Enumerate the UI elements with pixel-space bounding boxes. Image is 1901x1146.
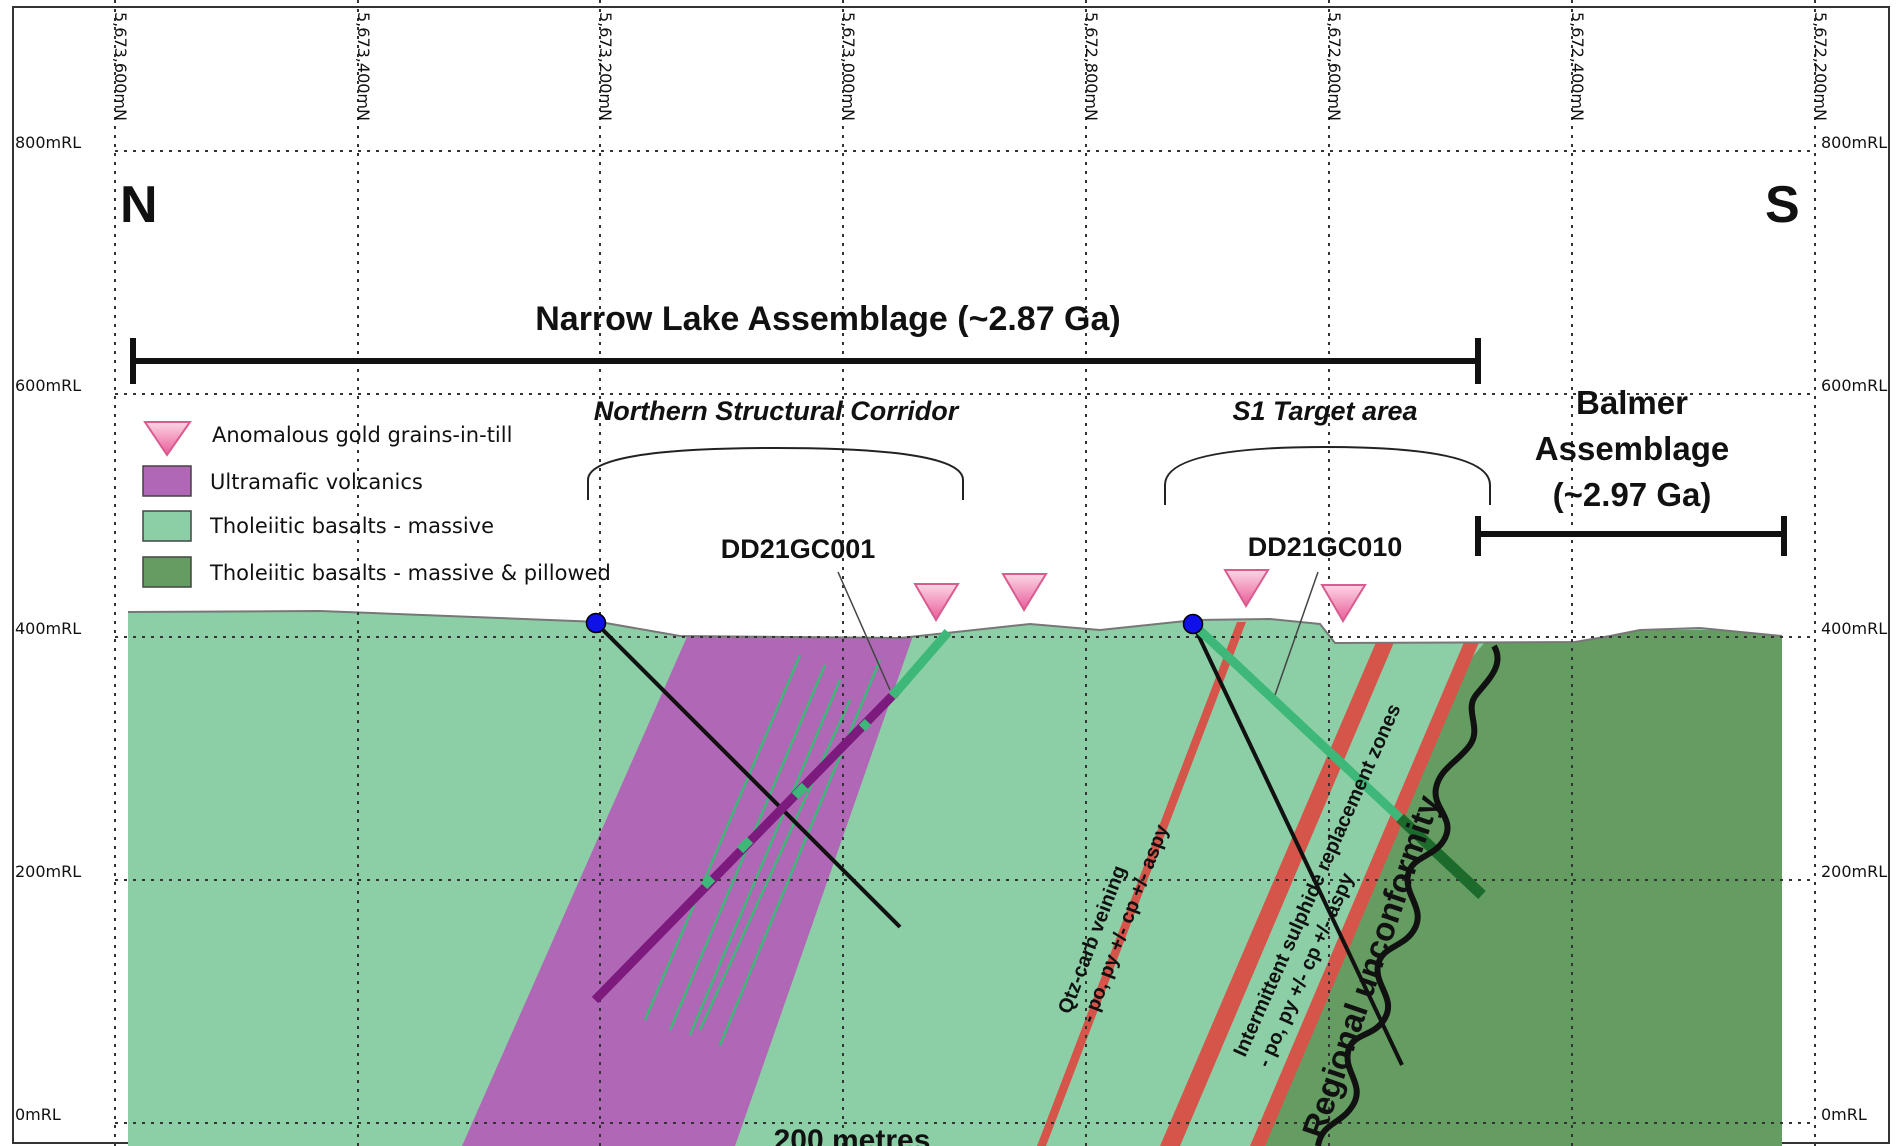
northing-label: 5,673,400mN [354, 12, 373, 121]
rl-label: 0mRL [15, 1105, 61, 1124]
rl-label: 200mRL [15, 862, 81, 881]
northing-labels: 5,673,600mN 5,673,400mN 5,673,200mN 5,67… [111, 12, 1830, 121]
legend: Anomalous gold grains-in-till Ultramafic… [142, 421, 611, 588]
northing-label: 5,672,200mN [1811, 12, 1830, 121]
topographic-surface [127, 609, 1783, 645]
drillhole-dd21gc001-label: DD21GC001 [721, 534, 876, 564]
regional-unconformity-trace [1315, 644, 1501, 1146]
drillhole-trace-black-1 [594, 621, 902, 929]
drillhole-dd21gc001-trace-green [892, 629, 952, 695]
rl-labels-right: 800mRL 600mRL 400mRL 200mRL 0mRL [1821, 133, 1887, 1124]
tholeiitic-basalt-pillowed-unit [1260, 630, 1782, 1146]
grid [114, 0, 1816, 1146]
northing-label: 5,672,400mN [1568, 12, 1587, 121]
geology-units [128, 611, 1782, 1146]
gold-grain-marker [1001, 573, 1048, 612]
rl-labels-left: 800mRL 600mRL 400mRL 200mRL 0mRL [15, 133, 81, 1124]
s1-target-area-label: S1 Target area [1232, 396, 1417, 426]
northing-label: 5,673,600mN [111, 12, 130, 121]
narrow-lake-assemblage-title: Narrow Lake Assemblage (~2.87 Ga) [535, 300, 1121, 338]
ultramafic-legend-swatch [142, 465, 192, 497]
sulphide-zone-3 [1250, 640, 1480, 1146]
balmer-assemblage-title-3: (~2.97 Ga) [1553, 476, 1712, 513]
ultramafic-volcanics-unit [462, 630, 915, 1146]
drillhole-dd21gc010-label: DD21GC010 [1248, 532, 1403, 562]
drillhole-traces [591, 620, 1486, 1066]
northing-label: 5,672,800mN [1082, 12, 1101, 121]
legend-label: Tholeiitic basalts - massive & pillowed [209, 561, 611, 585]
basalt-massive-legend-swatch [142, 510, 192, 542]
collar-dd21gc001 [585, 612, 607, 634]
dd21gc010-leader [1274, 571, 1319, 696]
gold-grain-marker [913, 583, 960, 622]
rl-label: 400mRL [15, 619, 81, 638]
northing-label: 5,672,600mN [1325, 12, 1344, 121]
balmer-assemblage-title-2: Assemblage [1535, 430, 1729, 467]
rl-label: 800mRL [1821, 133, 1887, 152]
narrow-lake-extent-bar [130, 338, 1481, 384]
rl-label: 400mRL [1821, 619, 1887, 638]
drillhole-dd21gc010-trace-dark [1396, 813, 1486, 900]
basalt-pillowed-legend-swatch [142, 556, 192, 588]
sulphide-zone-2 [1160, 640, 1395, 1146]
gold-grain-marker [1223, 569, 1270, 608]
sulphide-zone-1 [1037, 622, 1246, 1146]
rl-label: 600mRL [15, 376, 81, 395]
balmer-extent-bar [1475, 516, 1787, 556]
s1-target-bracket [1164, 445, 1491, 505]
drillhole-dd21gc010-trace-green [1189, 620, 1404, 822]
south-label: S [1765, 176, 1800, 234]
rl-label: 800mRL [15, 133, 81, 152]
northing-label: 5,673,000mN [839, 12, 858, 121]
northern-structural-corridor-label: Northern Structural Corridor [594, 396, 960, 426]
rl-label: 200mRL [1821, 862, 1887, 881]
northing-label: 5,673,200mN [596, 12, 615, 121]
northern-corridor-bracket [587, 446, 964, 500]
scale-bar-label: 200 metres [774, 1124, 931, 1146]
drillhole-trace-black-2 [1191, 623, 1404, 1066]
legend-label: Ultramafic volcanics [210, 470, 423, 494]
legend-label: Tholeiitic basalts - massive [209, 514, 494, 538]
balmer-assemblage-title-1: Balmer [1576, 384, 1688, 421]
dd21gc001-leader [837, 571, 891, 691]
legend-label: Anomalous gold grains-in-till [212, 423, 512, 447]
ultramafic-core-green-breaks [700, 684, 904, 890]
rl-label: 0mRL [1821, 1105, 1867, 1124]
rl-label: 600mRL [1821, 376, 1887, 395]
gold-grain-legend-marker [143, 421, 192, 457]
gold-grain-marker [1320, 584, 1367, 623]
gold-grain-markers [913, 569, 1367, 623]
collar-dd21gc010 [1182, 613, 1204, 635]
north-label: N [120, 176, 158, 234]
